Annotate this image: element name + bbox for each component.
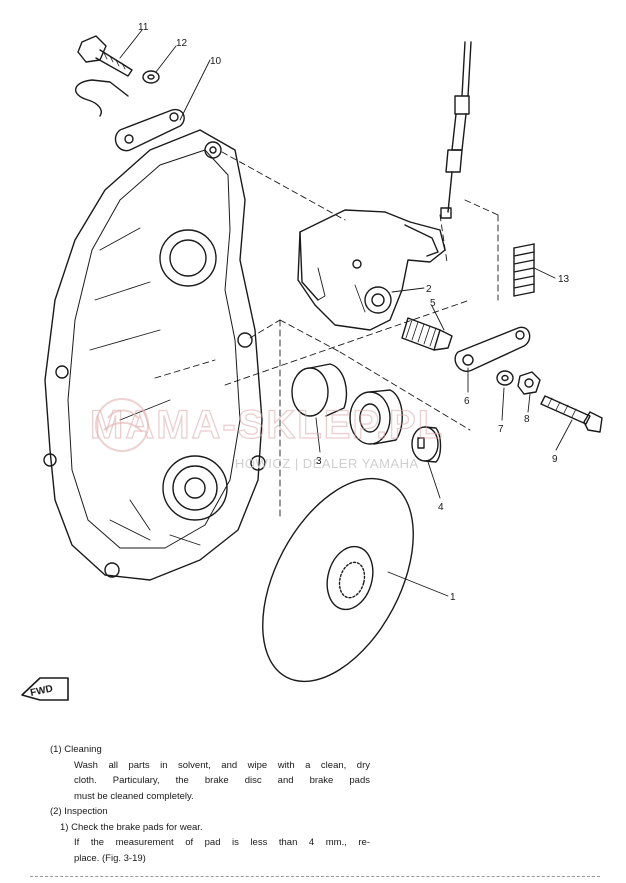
- cleaning-text-line-2: cloth. Particulary, the brake disc and b…: [74, 775, 370, 786]
- inspection-step-1: 1) Check the brake pads for wear.: [60, 821, 203, 833]
- spring-part-13: [513, 243, 535, 297]
- caliper-part-2: [297, 209, 446, 331]
- lever-part-6: [454, 326, 531, 372]
- bolt-part-9: [540, 395, 603, 433]
- callout-7: 7: [498, 424, 504, 435]
- callout-11: 11: [138, 22, 149, 33]
- cleaning-text-line-3: must be cleaned completely.: [74, 790, 194, 802]
- bolt-part-11: [77, 35, 133, 77]
- cleaning-text-line-1: Wash all parts in solvent, and wipe with…: [74, 759, 370, 771]
- callout-5: 5: [430, 298, 436, 309]
- callout-12: 12: [176, 38, 188, 49]
- callout-2: 2: [426, 284, 432, 295]
- callout-8: 8: [524, 414, 530, 425]
- assembly-lines: [154, 151, 499, 521]
- brake-disc-part-1: [262, 477, 414, 683]
- brake-cable: [440, 41, 472, 219]
- inspection-text-line-3: place. (Fig. 3-19): [74, 852, 146, 864]
- inspection-text-line-2: If the measurement of pad is less than 4…: [74, 837, 370, 848]
- fwd-label: FWD: [29, 683, 54, 698]
- washer-part-7: [496, 370, 514, 386]
- callout-10: 10: [210, 56, 222, 67]
- cable-clip: [75, 79, 129, 117]
- leader-lines: [119, 29, 573, 597]
- brake-pad-part-3a: [291, 363, 348, 417]
- callout-4: 4: [438, 502, 444, 513]
- callout-9: 9: [552, 454, 558, 465]
- plate-part-10: [114, 108, 185, 152]
- callout-6: 6: [464, 396, 470, 407]
- inspection-heading: (2) Inspection: [50, 806, 108, 817]
- cleaning-heading: (1) Cleaning: [50, 744, 102, 755]
- page-bottom-rule: [30, 876, 600, 878]
- instructions-text: (1) Cleaning Wash all parts in solvent, …: [50, 742, 370, 866]
- brake-pad-part-3b: [349, 389, 403, 445]
- washer-part-12: [142, 70, 160, 84]
- nut-part-8: [517, 371, 541, 395]
- adjuster-part-5: [401, 317, 453, 351]
- callout-13: 13: [558, 274, 570, 285]
- crankcase-cover: [43, 129, 266, 581]
- forward-arrow-icon: [21, 677, 69, 701]
- exploded-parts-diagram: MAMA-SKLEP.PL HOWICZ | DEALER YAMAHA 11 …: [21, 22, 603, 701]
- piston-part-4: [411, 426, 442, 463]
- callout-3: 3: [316, 456, 322, 467]
- watermark-subtext: HOWICZ | DEALER YAMAHA: [235, 456, 419, 471]
- watermark-logo-icon: [95, 398, 149, 452]
- callout-1: 1: [450, 592, 456, 603]
